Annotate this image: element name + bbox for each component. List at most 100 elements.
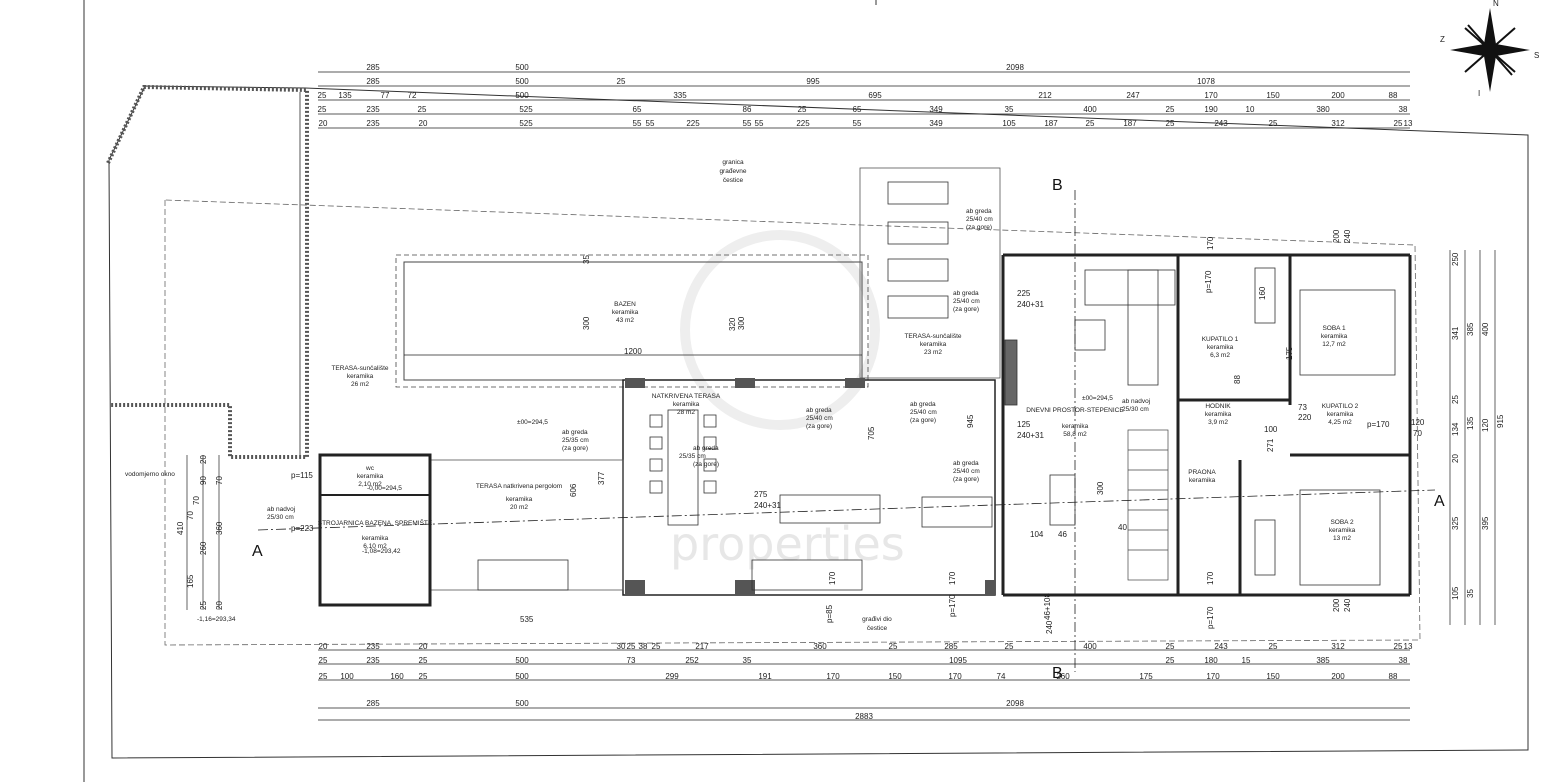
svg-text:385: 385: [1316, 656, 1330, 665]
svg-text:1200: 1200: [624, 347, 642, 356]
level-mark-1: ±00=294,5: [517, 419, 548, 426]
svg-text:100: 100: [340, 672, 354, 681]
svg-text:695: 695: [868, 91, 882, 100]
svg-text:keramika: keramika: [1062, 423, 1089, 430]
compass-north: N: [1493, 0, 1499, 8]
svg-text:25: 25: [319, 656, 328, 665]
opening-labels: 225 240+31 125 240+31 275 240+31 p=170 p…: [291, 270, 1390, 634]
svg-text:25/40 cm: 25/40 cm: [953, 298, 980, 305]
svg-text:p=115: p=115: [291, 471, 313, 480]
svg-text:ab greda: ab greda: [910, 401, 936, 408]
svg-text:25: 25: [319, 672, 328, 681]
compass-west: Z: [1440, 35, 1445, 44]
svg-text:187: 187: [1044, 119, 1058, 128]
svg-text:25: 25: [627, 642, 636, 651]
svg-text:20 m2: 20 m2: [510, 504, 528, 511]
svg-text:ab greda: ab greda: [966, 208, 992, 215]
svg-text:170: 170: [948, 672, 962, 681]
svg-text:BAZEN: BAZEN: [614, 301, 636, 308]
svg-text:keramika: keramika: [1329, 527, 1356, 534]
svg-text:170: 170: [1206, 236, 1215, 250]
svg-text:keramika: keramika: [1327, 411, 1354, 418]
svg-text:285: 285: [944, 642, 958, 651]
svg-text:10: 10: [1246, 105, 1255, 114]
svg-text:35: 35: [743, 656, 752, 665]
svg-text:285: 285: [366, 77, 380, 86]
svg-text:keramika: keramika: [362, 535, 389, 542]
svg-text:70: 70: [186, 511, 195, 520]
svg-text:160: 160: [390, 672, 404, 681]
dims-bottom-row2: 25 235 25 500 73 252 35 1095 25 180 15 3…: [319, 656, 1408, 665]
svg-text:360: 360: [813, 642, 827, 651]
svg-text:170: 170: [1204, 91, 1218, 100]
svg-text:55: 55: [646, 119, 655, 128]
svg-text:p=170: p=170: [948, 594, 957, 617]
svg-text:ab greda: ab greda: [693, 445, 719, 452]
svg-text:30: 30: [617, 642, 626, 651]
svg-text:25: 25: [1394, 642, 1403, 651]
svg-text:12,7 m2: 12,7 m2: [1322, 341, 1346, 348]
svg-text:240: 240: [1045, 620, 1054, 634]
svg-text:20: 20: [1451, 454, 1460, 463]
svg-text:25: 25: [1269, 119, 1278, 128]
svg-text:25: 25: [1166, 119, 1175, 128]
svg-text:995: 995: [806, 77, 820, 86]
svg-text:300: 300: [1096, 481, 1105, 495]
dimension-lines-top: [318, 71, 1410, 129]
svg-text:400: 400: [1481, 322, 1490, 336]
svg-text:20: 20: [215, 601, 224, 610]
svg-text:55: 55: [755, 119, 764, 128]
svg-text:25: 25: [318, 91, 327, 100]
svg-text:NATKRIVENA TERASA: NATKRIVENA TERASA: [652, 393, 721, 400]
svg-text:25: 25: [1166, 105, 1175, 114]
section-b-bottom: B: [1052, 665, 1063, 682]
stairs: [1127, 429, 1169, 581]
sun-deck: [859, 167, 1001, 379]
svg-text:135: 135: [1466, 416, 1475, 430]
svg-text:400: 400: [1083, 642, 1097, 651]
compass-south: S: [1534, 51, 1539, 60]
svg-text:3,9 m2: 3,9 m2: [1208, 419, 1228, 426]
svg-text:410: 410: [176, 521, 185, 535]
dining-set: [649, 409, 717, 526]
svg-text:243: 243: [1214, 119, 1228, 128]
svg-text:20: 20: [419, 642, 428, 651]
svg-text:25: 25: [419, 656, 428, 665]
svg-text:125: 125: [1017, 420, 1031, 429]
svg-text:20: 20: [319, 642, 328, 651]
svg-text:p=85: p=85: [825, 604, 834, 623]
beds: [1254, 267, 1396, 586]
dims-top-row3: 25 135 77 72 500 335 695 212 247 170 150…: [318, 91, 1398, 100]
svg-text:(za gore): (za gore): [693, 461, 719, 468]
svg-text:(za gore): (za gore): [953, 476, 979, 483]
svg-text:ab nadvoj: ab nadvoj: [1122, 398, 1150, 405]
svg-text:212: 212: [1038, 91, 1052, 100]
svg-text:13 m2: 13 m2: [1333, 535, 1351, 542]
svg-text:keramika: keramika: [1321, 333, 1348, 340]
svg-text:349: 349: [929, 105, 943, 114]
svg-text:120: 120: [1411, 418, 1425, 427]
sofa: [477, 559, 569, 591]
svg-text:granica: granica: [722, 159, 744, 166]
svg-text:(za gore): (za gore): [806, 423, 832, 430]
svg-text:2098: 2098: [1006, 63, 1024, 72]
svg-text:120: 120: [1481, 418, 1490, 432]
svg-text:65: 65: [633, 105, 642, 114]
svg-text:320: 320: [728, 317, 737, 331]
svg-text:25/30 cm: 25/30 cm: [1122, 406, 1149, 413]
svg-text:260: 260: [1056, 672, 1070, 681]
svg-text:25/35 cm: 25/35 cm: [679, 453, 706, 460]
svg-text:77: 77: [381, 91, 390, 100]
dims-bottom-row3: 25 100 160 25 500 299 191 170 150 170 74…: [319, 672, 1398, 681]
svg-text:235: 235: [366, 656, 380, 665]
svg-text:58,8 m2: 58,8 m2: [1063, 431, 1087, 438]
svg-text:25: 25: [418, 105, 427, 114]
machine-room: [318, 453, 432, 607]
svg-text:6,3 m2: 6,3 m2: [1210, 352, 1230, 359]
svg-text:čestice: čestice: [867, 625, 888, 632]
